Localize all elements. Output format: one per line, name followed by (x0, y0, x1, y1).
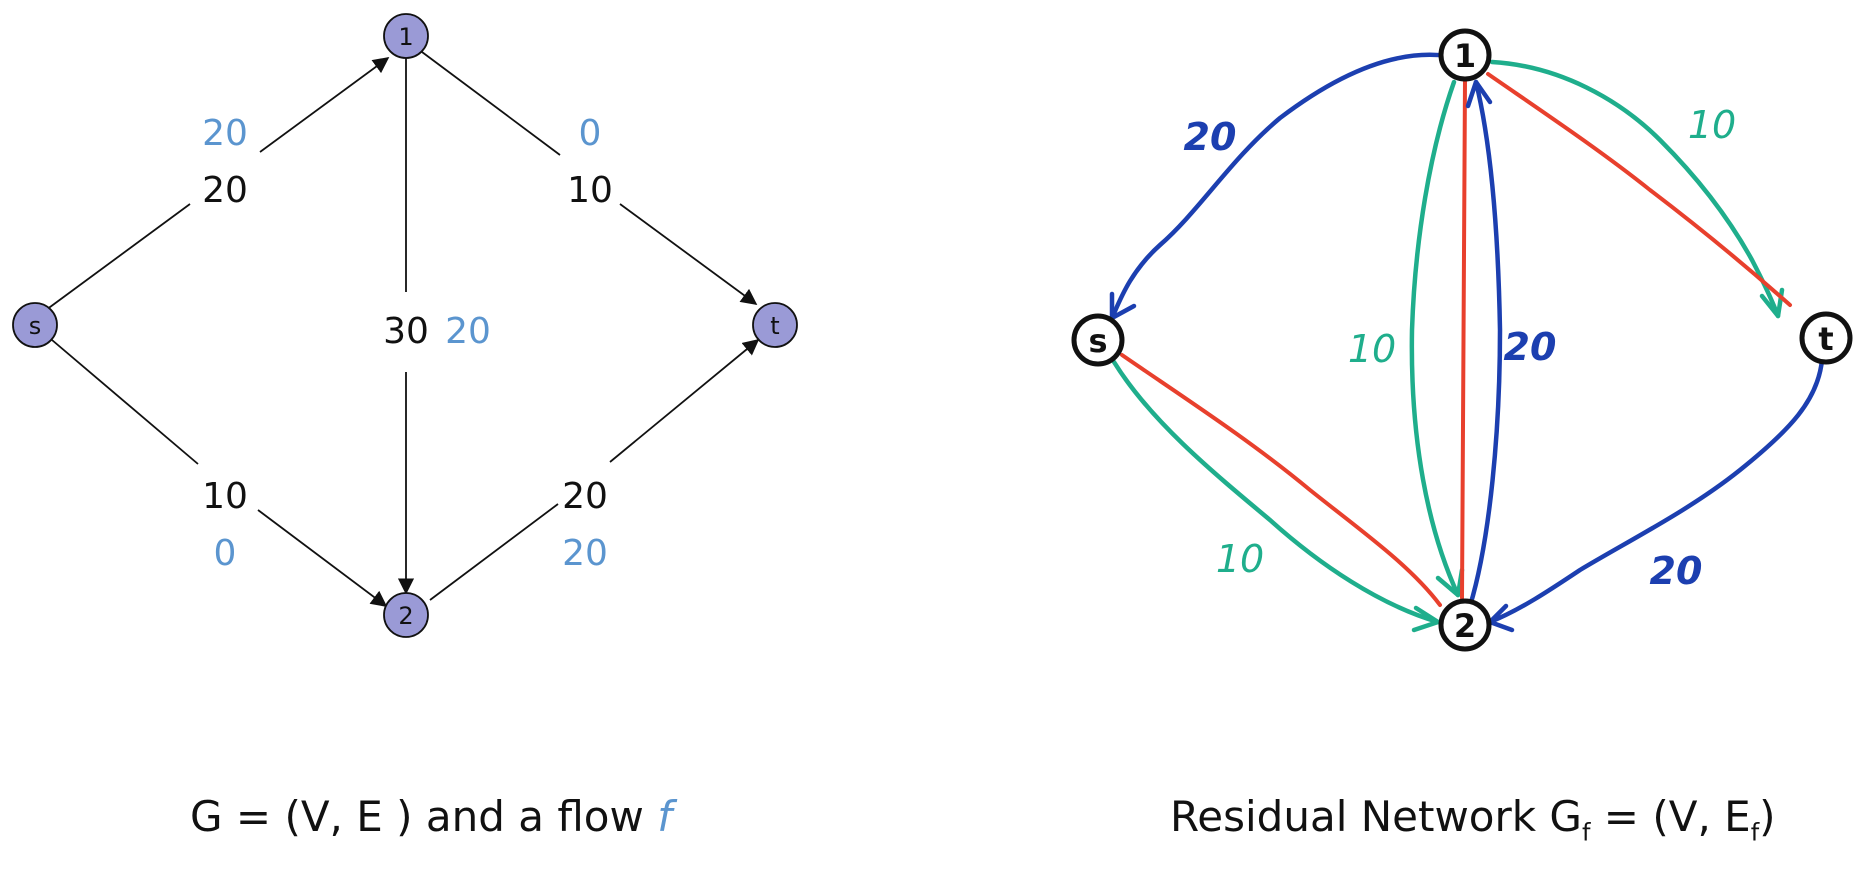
residual-node-1-label: 1 (1454, 37, 1476, 75)
residual-path-2-1 (1460, 78, 1467, 600)
right-caption-mid: = (V, E (1590, 792, 1751, 841)
left-caption: G = (V, E ) and a flow f (190, 792, 672, 841)
residual-path-1-t (1486, 72, 1792, 307)
left-caption-text: G = (V, E ) and a flow (190, 792, 658, 841)
flow-label-s-1: 20 (202, 113, 248, 154)
residual-path-s-2 (1120, 353, 1442, 607)
residual-edge-1-t (1489, 59, 1785, 319)
residual-edge-2-1 (1465, 79, 1503, 609)
left-node-s: s (12, 302, 58, 348)
capacity-label-2-t: 20 (562, 476, 608, 517)
residual-node-2-label: 2 (1454, 607, 1476, 645)
residual-node-1: 1 (1438, 28, 1492, 82)
capacity-label-s-2: 10 (202, 476, 248, 517)
left-node-2: 2 (383, 592, 429, 638)
capacity-label-1-t: 10 (567, 170, 613, 211)
residual-node-s-label: s (1088, 322, 1107, 360)
residual-edge-1-2 (1409, 79, 1465, 598)
residual-node-t-label: t (1818, 320, 1833, 358)
left-node-s-label: s (29, 312, 42, 340)
residual-label-1-t: 10 (1688, 103, 1736, 147)
residual-label-2-1: 20 (1504, 325, 1557, 369)
left-edge-1-t (421, 51, 758, 305)
left-node-t: t (752, 302, 798, 348)
residual-node-s: s (1071, 313, 1125, 367)
residual-label-1-2: 10 (1348, 327, 1396, 371)
flow-label-1-t: 0 (579, 113, 602, 154)
right-caption-sub-e: f (1750, 818, 1760, 847)
capacity-label-1-2: 30 (383, 311, 429, 352)
left-edge-2-t (429, 338, 760, 601)
capacity-label-s-1: 20 (202, 170, 248, 211)
left-edge-s-1 (45, 57, 390, 311)
left-node-t-label: t (770, 312, 779, 340)
residual-edge-t-2 (1487, 357, 1825, 633)
residual-label-1-s: 20 (1184, 115, 1237, 159)
flow-label-2-t: 20 (562, 533, 608, 574)
right-caption-end: ) (1759, 792, 1776, 841)
residual-node-2: 2 (1438, 598, 1492, 652)
residual-label-t-2: 20 (1650, 549, 1703, 593)
left-graph: 20 20 0 10 30 20 10 0 20 20 s 1 2 t (12, 13, 798, 638)
left-node-1: 1 (383, 13, 429, 59)
right-caption-sub-g: f (1581, 818, 1591, 847)
residual-graph: 20 10 10 20 10 20 1 s t 2 (1071, 28, 1853, 652)
residual-edge-1-s (1109, 52, 1451, 321)
residual-edge-s-2 (1111, 359, 1441, 633)
right-caption: Residual Network Gf = (V, Ef) (1170, 792, 1776, 846)
residual-label-s-2: 10 (1216, 537, 1264, 581)
residual-node-t: t (1799, 311, 1853, 365)
flow-label-1-2: 20 (445, 311, 491, 352)
left-caption-flow-symbol: f (657, 792, 672, 841)
left-node-2-label: 2 (398, 602, 413, 630)
left-node-1-label: 1 (398, 23, 413, 51)
left-edge-s-2 (51, 339, 388, 607)
flow-label-s-2: 0 (214, 533, 237, 574)
right-caption-text: Residual Network G (1170, 792, 1582, 841)
